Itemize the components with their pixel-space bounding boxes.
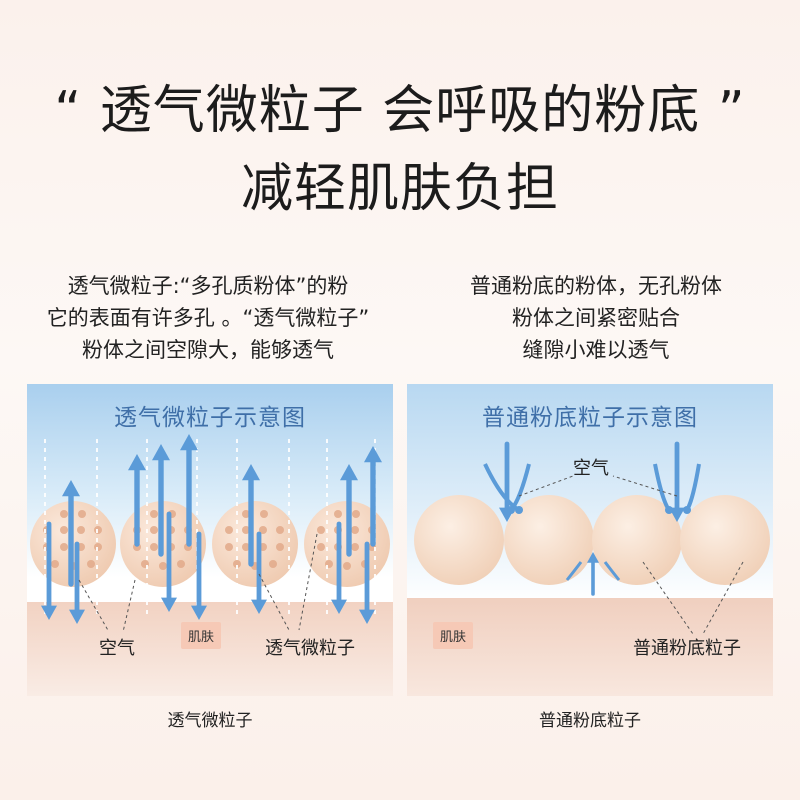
headline-line-2: 减轻肌肤负担 bbox=[240, 159, 559, 219]
description-line: 粉体之间紧密贴合 bbox=[512, 306, 680, 330]
solid-particle bbox=[592, 495, 682, 585]
solid-particle bbox=[680, 495, 770, 585]
skin-badge: 肌肤 bbox=[433, 622, 474, 649]
headline-line-1: “ 透气微粒子 会呼吸的粉底 ” bbox=[54, 81, 746, 141]
down-arrow bbox=[161, 511, 177, 612]
diagram-title: 透气微粒子示意图 bbox=[114, 405, 306, 431]
solid-particle bbox=[504, 495, 594, 585]
down-arrow bbox=[251, 531, 267, 614]
particle-label: 透气微粒子 bbox=[265, 638, 355, 659]
porous-particle bbox=[212, 501, 298, 587]
up-arrow bbox=[364, 446, 382, 547]
solid-particle bbox=[414, 495, 504, 585]
curved-arrow bbox=[683, 463, 701, 514]
down-arrow bbox=[331, 521, 347, 614]
down-arrow bbox=[669, 441, 685, 522]
regular-particle-diagram: 普通粉底粒子示意图 空气 肌肤 普通粉底粒子 bbox=[407, 384, 773, 696]
up-arrow bbox=[242, 464, 260, 567]
description-line: 普通粉底的粉体，无孔粉体 bbox=[470, 274, 722, 298]
down-arrow bbox=[69, 541, 85, 624]
down-arrow bbox=[41, 521, 57, 620]
air-label: 空气 bbox=[99, 638, 135, 659]
skin-badge: 肌肤 bbox=[181, 622, 222, 649]
up-arrow bbox=[587, 552, 599, 596]
down-arrow bbox=[359, 541, 375, 624]
up-arrow bbox=[340, 464, 358, 557]
up-arrow bbox=[62, 480, 80, 587]
up-arrow bbox=[152, 444, 170, 557]
breathable-description: 透气微粒子:“多孔质粉体”的粉 它的表面有许多孔 。“透气微粒子” 粉体之间空隙… bbox=[18, 270, 398, 366]
curved-arrow bbox=[483, 463, 523, 514]
description-line: 透气微粒子:“多孔质粉体”的粉 bbox=[67, 274, 349, 298]
air-label: 空气 bbox=[573, 458, 609, 479]
diagram-title: 普通粉底粒子示意图 bbox=[482, 405, 698, 431]
up-arrow bbox=[128, 454, 146, 547]
curved-arrow bbox=[507, 463, 531, 514]
breathable-diagram-illustration bbox=[27, 384, 393, 696]
down-arrow bbox=[191, 531, 207, 620]
breathable-particle-diagram: 透气微粒子示意图 空气 肌肤 透气微粒子 bbox=[27, 384, 393, 696]
caption-regular: 普通粉底粒子 bbox=[539, 711, 641, 731]
caption-breathable: 透气微粒子 bbox=[167, 711, 253, 731]
description-line: 它的表面有许多孔 。“透气微粒子” bbox=[46, 306, 370, 330]
side-arrows bbox=[565, 561, 621, 581]
up-arrow bbox=[180, 434, 198, 547]
description-line: 缝隙小难以透气 bbox=[522, 338, 670, 362]
particle-label: 普通粉底粒子 bbox=[633, 638, 741, 659]
regular-description: 普通粉底的粉体，无孔粉体 粉体之间紧密贴合 缝隙小难以透气 bbox=[406, 270, 786, 366]
curved-arrow bbox=[653, 463, 673, 514]
description-line: 粉体之间空隙大，能够透气 bbox=[82, 338, 334, 362]
